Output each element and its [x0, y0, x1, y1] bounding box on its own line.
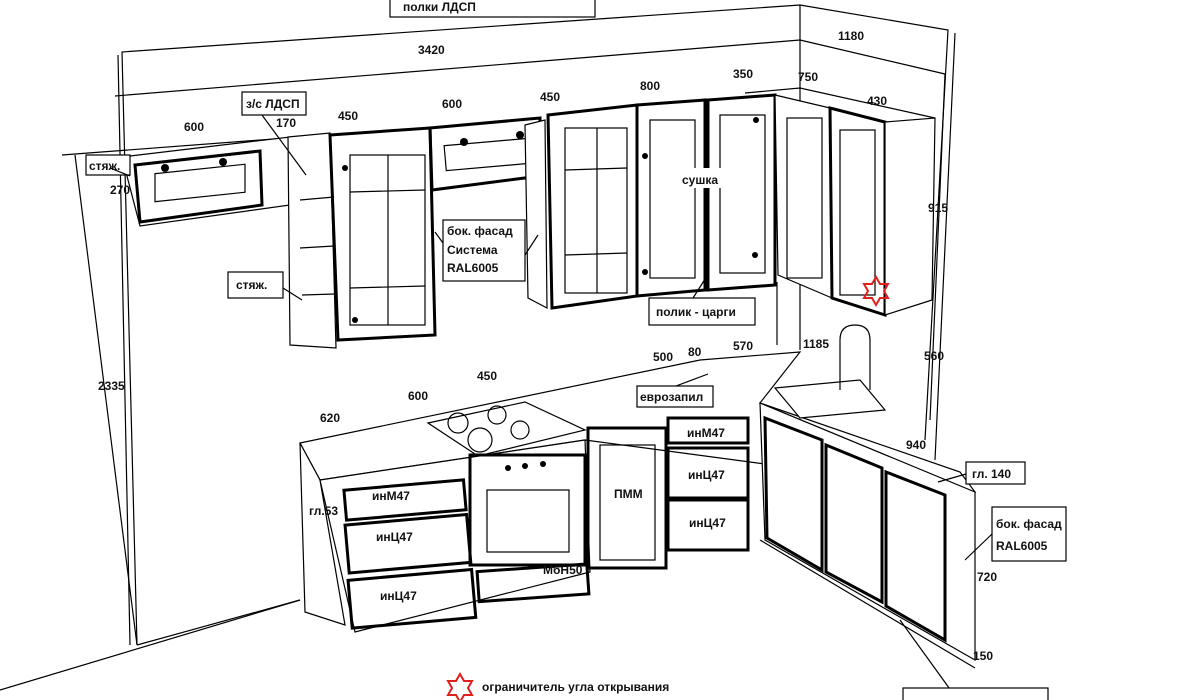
label-inC47-a: инЦ47	[376, 530, 413, 544]
dim-upper-4: 450	[540, 90, 560, 104]
dim-upper-3: 600	[442, 97, 462, 111]
label-inC47-d: инЦ47	[689, 516, 726, 530]
dim-lower-5: 80	[688, 345, 702, 359]
dim-upper-7: 430	[867, 94, 887, 108]
dim-upper-1: 600	[184, 120, 204, 134]
label-zs: з/с ЛДСП	[246, 97, 300, 111]
dim-plinth: 150	[973, 649, 993, 663]
walls	[0, 4, 956, 691]
label-pmm: ПММ	[614, 487, 643, 501]
lower-cabinets	[299, 324, 977, 669]
dim-upper-6: 750	[798, 70, 818, 84]
dim-total-left: 3420	[418, 43, 445, 57]
dim-upper-right-h: 915	[928, 201, 948, 215]
dim-lower-6: 570	[733, 339, 753, 353]
label-bok-fasad-1-line-3: RAL6005	[447, 261, 499, 275]
dim-lower-2: 600	[408, 389, 428, 403]
label-polki: полки ЛДСП	[403, 0, 476, 14]
label-bok-fasad-2-line-2: RAL6005	[996, 539, 1048, 553]
limiter-star-icon	[446, 671, 474, 700]
label-polik: полик - царги	[656, 305, 736, 319]
dim-upper-5: 800	[640, 79, 660, 93]
dim-lower-7: 1185	[803, 337, 829, 351]
legend-label: ограничитель угла открывания	[482, 680, 669, 694]
dim-upper-2: 450	[338, 109, 358, 123]
dim-lower-1: 620	[320, 411, 340, 425]
upper-cabinets	[121, 87, 936, 349]
label-inM47-b: инМ47	[687, 426, 725, 440]
dim-upper-open: 170	[276, 116, 296, 130]
dim-lower-3: 450	[477, 369, 497, 383]
label-evrozapil: еврозапил	[640, 390, 703, 404]
label-styazh-2: стяж.	[236, 278, 267, 292]
callouts: полки ЛДСП з/с ЛДСП стяж. стяж. бок. фас…	[85, 0, 1067, 700]
dim-lower-9: 940	[906, 438, 926, 452]
dim-upper-corner: 350	[733, 67, 753, 81]
legend: ограничитель угла открывания	[446, 671, 669, 700]
label-inC47-b: инЦ47	[380, 589, 417, 603]
label-gl140: гл. 140	[972, 467, 1011, 481]
label-mbn50: МбН50	[543, 563, 583, 577]
label-inM47-a: инМ47	[372, 489, 410, 503]
label-gl53: гл.53	[309, 504, 338, 518]
label-inC47-c: инЦ47	[688, 468, 725, 482]
label-bok-fasad-1-line-2: Система	[447, 243, 498, 257]
dim-lower-4: 500	[653, 350, 673, 364]
dim-lower-h: 720	[977, 570, 997, 584]
limiter-star-icon	[862, 274, 890, 308]
label-bok-fasad-2-line-1: бок. фасад	[996, 517, 1062, 531]
label-sushka: сушка	[682, 173, 718, 187]
dim-upper-h: 270	[110, 183, 130, 197]
dim-height-total: 2335	[98, 379, 125, 393]
dim-total-right: 1180	[838, 29, 864, 43]
dimension-labels: 3420 1180 2335 600 170 450 600 450 800 3…	[98, 29, 997, 663]
dim-lower-8: 560	[924, 349, 944, 363]
label-bok-fasad-1-line-1: бок. фасад	[447, 224, 513, 238]
